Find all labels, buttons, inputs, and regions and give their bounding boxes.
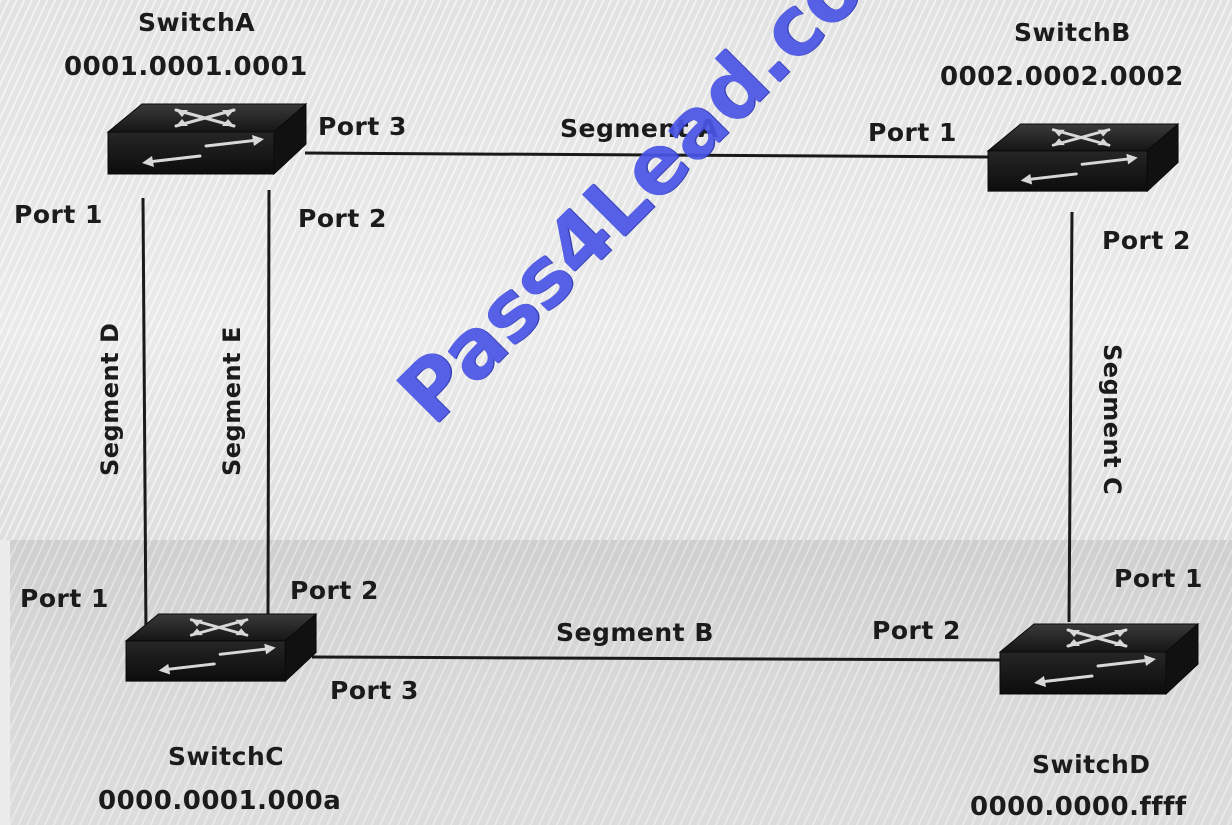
segment-b-label: Segment B (556, 618, 714, 647)
switch-b-mac: 0002.0002.0002 (940, 62, 1184, 92)
segment-e-link (266, 189, 271, 619)
segment-a-link (304, 151, 991, 159)
switch-a-icon (106, 102, 308, 176)
segment-d-link (141, 197, 148, 636)
links (141, 151, 1074, 662)
switch-c-name: SwitchC (168, 742, 285, 771)
switch-a-port1-label: Port 1 (14, 200, 103, 229)
segment-d-label: Segment D (96, 322, 124, 476)
switch-c-icon (124, 612, 318, 683)
switch-b-port1-label: Port 1 (868, 118, 957, 147)
switch-d-mac: 0000.0000.ffff (970, 792, 1187, 822)
segment-b-link (311, 655, 1003, 662)
switch-a-port2-label: Port 2 (298, 204, 387, 233)
lower-band-edge (0, 540, 10, 825)
switch-c-mac: 0000.0001.000a (98, 786, 342, 816)
switch-a-name: SwitchA (138, 8, 256, 37)
switch-b-icon (986, 122, 1180, 193)
switch-b-name: SwitchB (1014, 18, 1131, 47)
switch-a-mac: 0001.0001.0001 (64, 52, 308, 82)
segment-c-link (1067, 211, 1074, 623)
segment-e-label: Segment E (218, 326, 246, 476)
switch-b-port2-label: Port 2 (1102, 226, 1191, 255)
switch-d-name: SwitchD (1032, 750, 1151, 779)
switch-d-port1-label: Port 1 (1114, 564, 1203, 593)
switch-c-port1-label: Port 1 (20, 584, 109, 613)
switch-d-icon (998, 622, 1200, 696)
switch-c-port3-label: Port 3 (330, 676, 419, 705)
segment-a-label: Segment A (560, 114, 719, 143)
segment-c-label: Segment C (1098, 344, 1126, 496)
switch-d-port2-label: Port 2 (872, 616, 961, 645)
switch-c-port2-label: Port 2 (290, 576, 379, 605)
switch-a-port3-label: Port 3 (318, 112, 407, 141)
